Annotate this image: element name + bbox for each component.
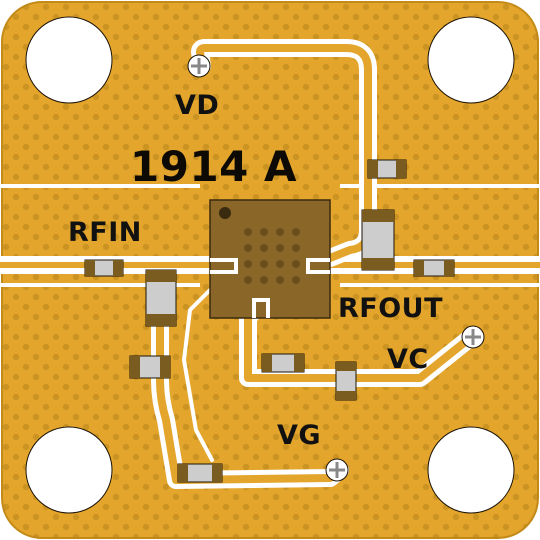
vc-label: VC bbox=[387, 344, 429, 375]
component-c7 bbox=[261, 353, 305, 373]
component-c2 bbox=[145, 269, 177, 327]
rfin-label: RFIN bbox=[68, 217, 142, 248]
component-c4 bbox=[367, 159, 407, 179]
solder-pad-icon bbox=[187, 54, 485, 482]
component-c5 bbox=[361, 209, 395, 271]
vg-label: VG bbox=[277, 420, 322, 451]
rfout-label: RFOUT bbox=[338, 293, 444, 324]
mounting-hole-icon bbox=[25, 16, 515, 514]
part-number-label: 1914 A bbox=[130, 142, 298, 191]
component-c3 bbox=[129, 355, 171, 379]
component-c1 bbox=[84, 259, 124, 277]
component-c9 bbox=[177, 463, 223, 483]
vd-label: VD bbox=[175, 90, 220, 121]
component-c6 bbox=[413, 259, 455, 277]
component-c8 bbox=[335, 361, 357, 401]
mmic-chip bbox=[209, 199, 331, 319]
bias-traces bbox=[151, 39, 479, 489]
